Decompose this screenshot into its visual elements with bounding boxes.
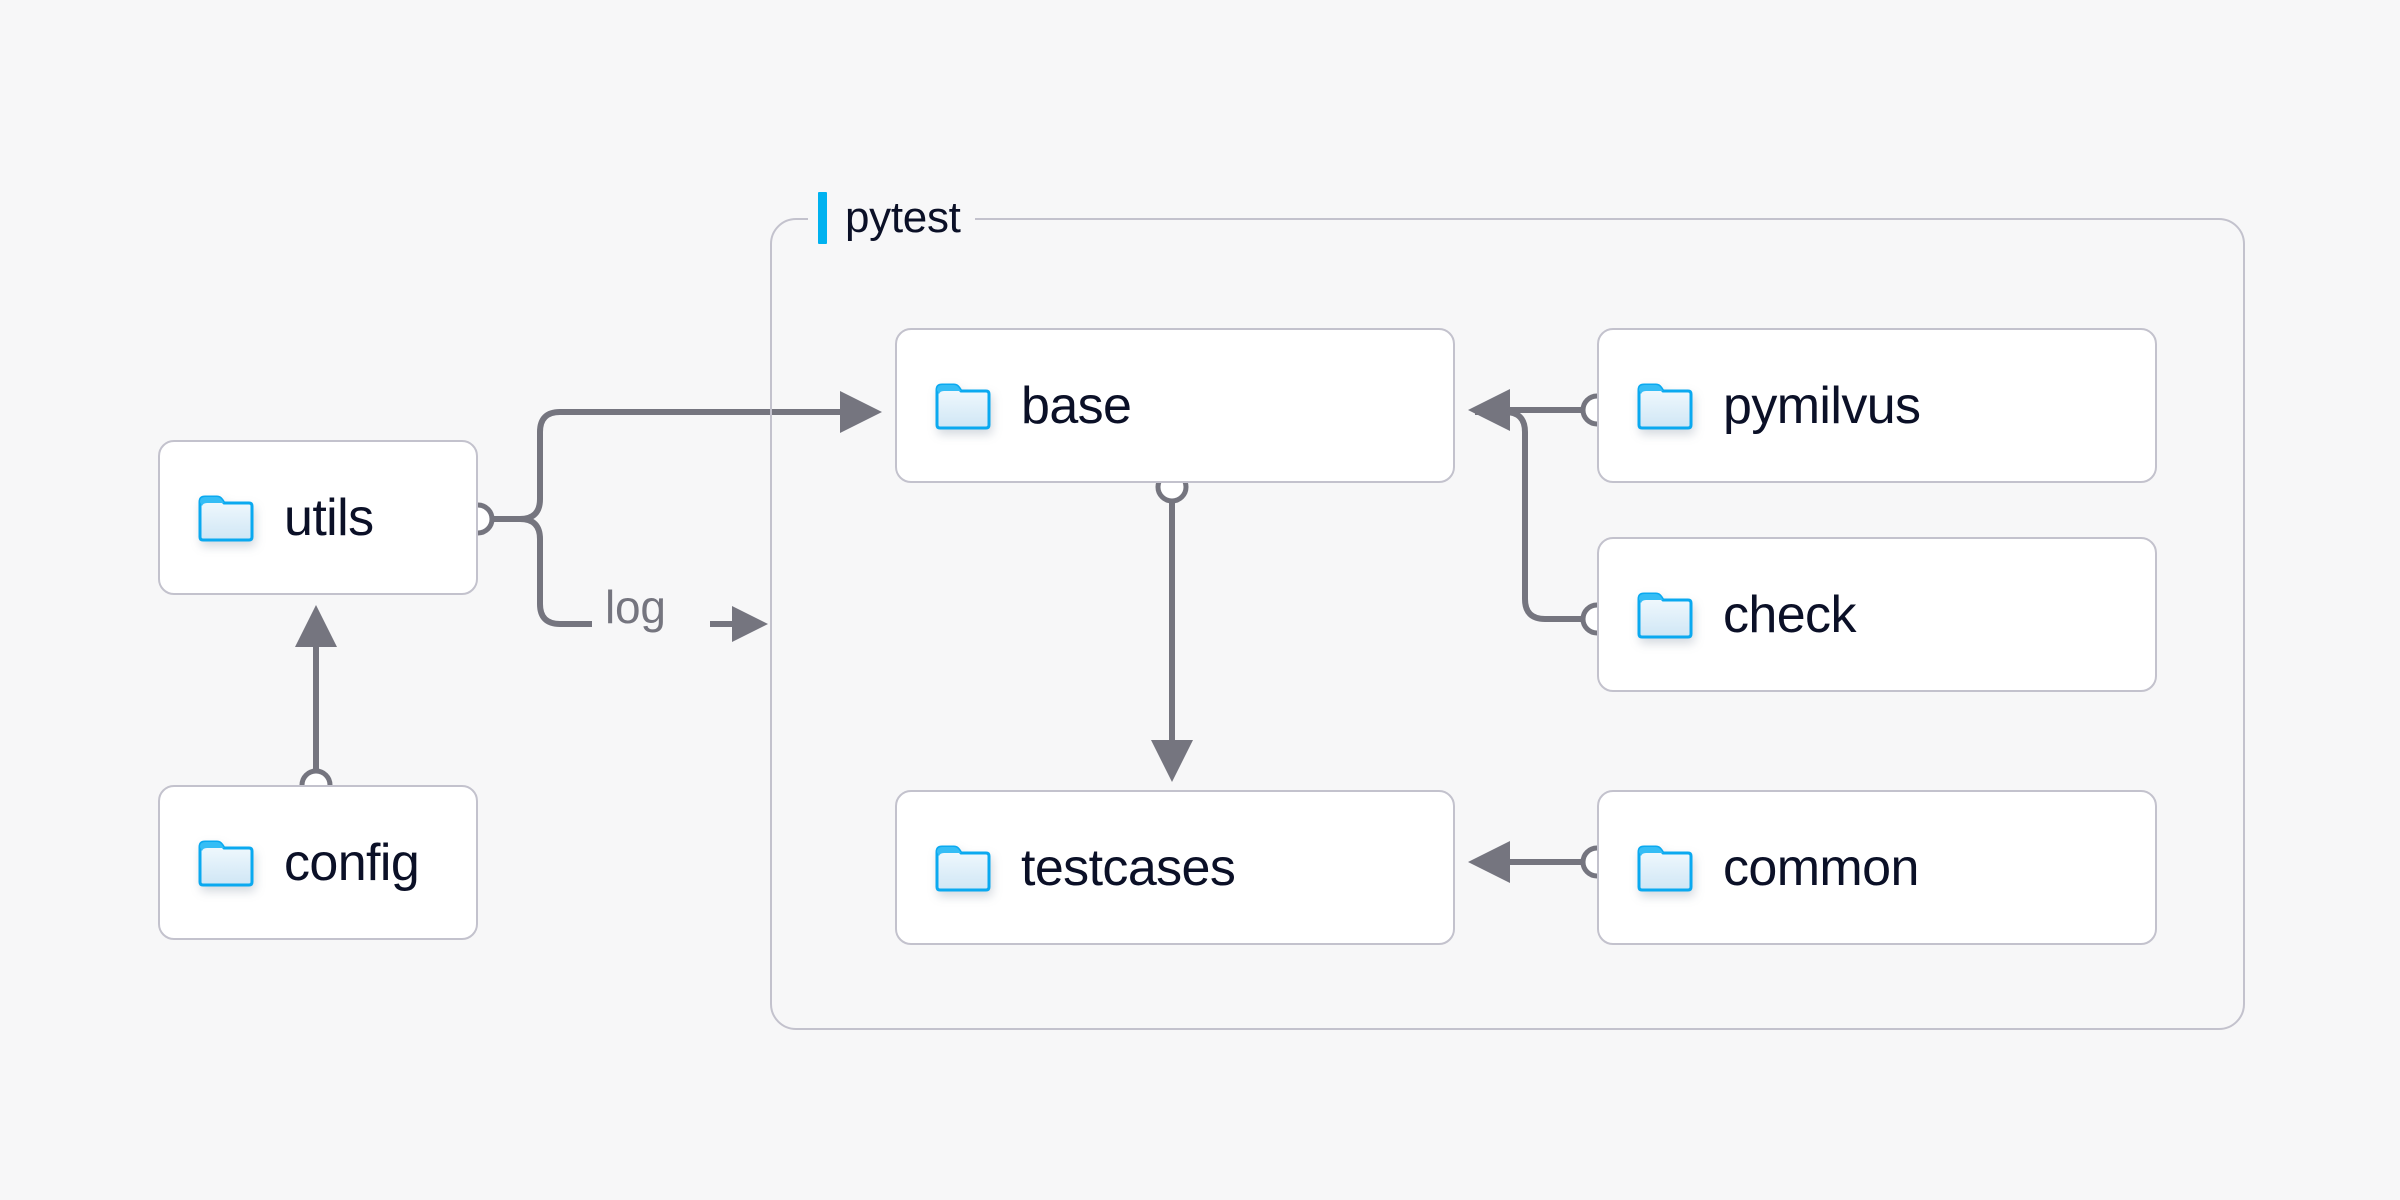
group-pytest-label: pytest [808, 188, 975, 248]
node-base[interactable]: base [895, 328, 1455, 483]
node-testcases[interactable]: testcases [895, 790, 1455, 945]
edge-label-log: log [605, 581, 666, 633]
folder-icon [1637, 591, 1693, 639]
folder-icon [935, 382, 991, 430]
node-common[interactable]: common [1597, 790, 2157, 945]
node-utils[interactable]: utils [158, 440, 478, 595]
node-pymilvus[interactable]: pymilvus [1597, 328, 2157, 483]
group-accent-bar-icon [818, 192, 827, 244]
folder-icon [1637, 382, 1693, 430]
node-base-label: base [1021, 376, 1132, 435]
node-utils-label: utils [284, 488, 374, 547]
node-common-label: common [1723, 838, 1919, 897]
node-check[interactable]: check [1597, 537, 2157, 692]
edge-utils-log [490, 516, 592, 627]
node-config[interactable]: config [158, 785, 478, 940]
group-pytest-label-text: pytest [845, 193, 961, 242]
folder-icon [198, 494, 254, 542]
node-config-label: config [284, 833, 420, 892]
folder-icon [1637, 844, 1693, 892]
node-pymilvus-label: pymilvus [1723, 376, 1921, 435]
folder-icon [198, 839, 254, 887]
node-check-label: check [1723, 585, 1856, 644]
node-testcases-label: testcases [1021, 838, 1236, 897]
group-pytest[interactable] [770, 218, 2245, 1030]
folder-icon [935, 844, 991, 892]
